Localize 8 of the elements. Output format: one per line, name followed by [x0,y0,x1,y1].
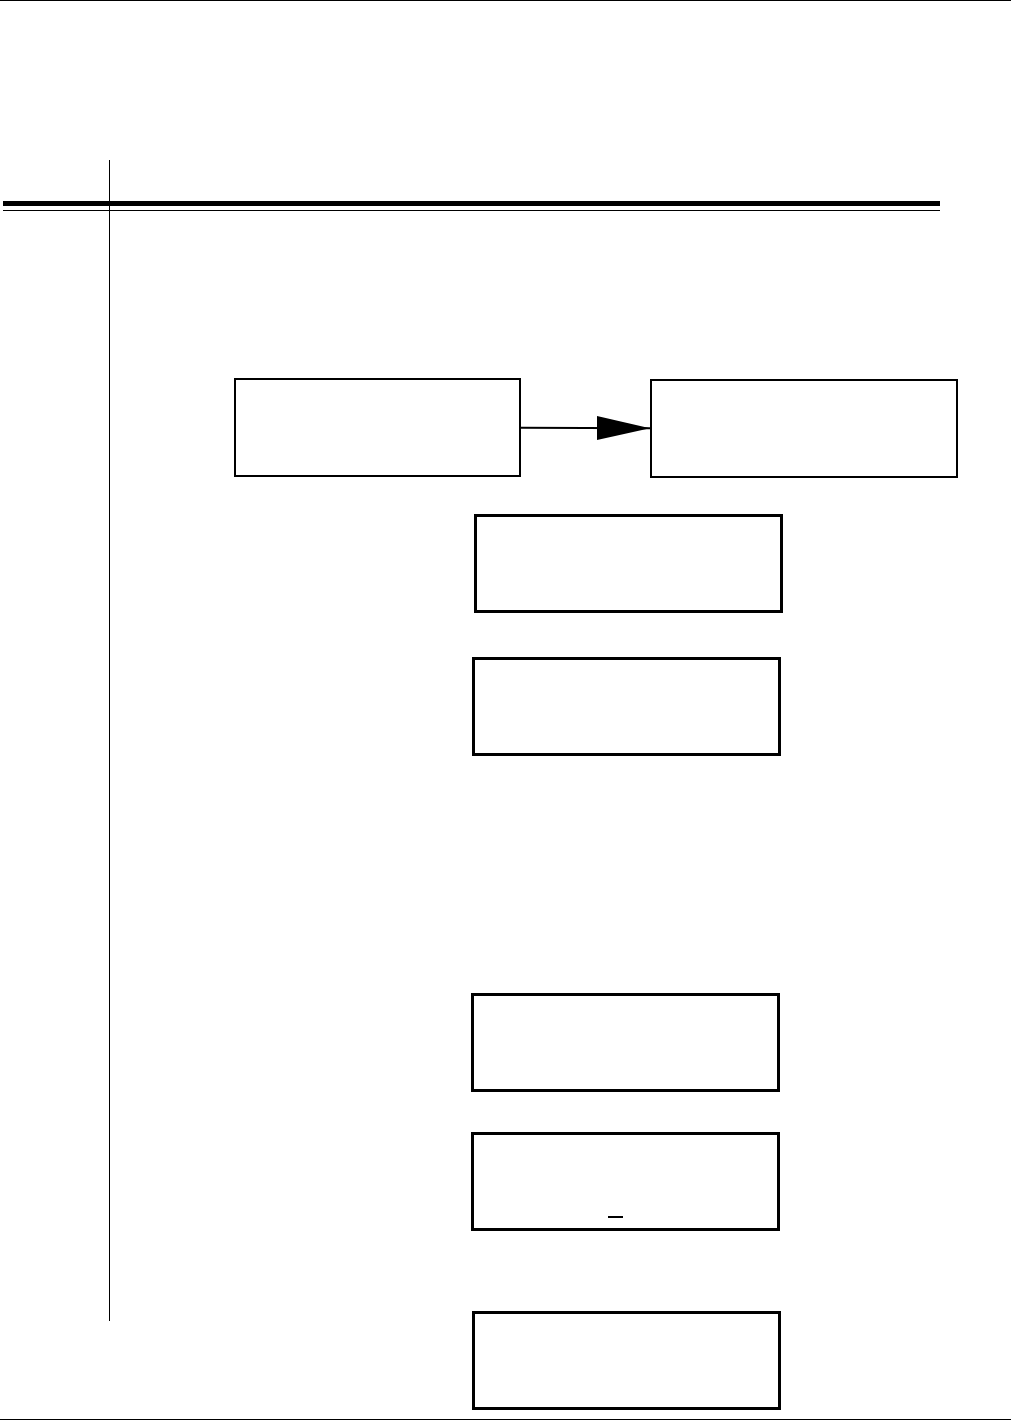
empty-box [234,378,521,477]
empty-box [471,993,780,1092]
arrow [520,416,651,440]
empty-box [471,1132,780,1231]
empty-box [650,379,958,478]
empty-box [474,514,783,613]
empty-box [472,657,781,756]
empty-box [472,1311,781,1410]
